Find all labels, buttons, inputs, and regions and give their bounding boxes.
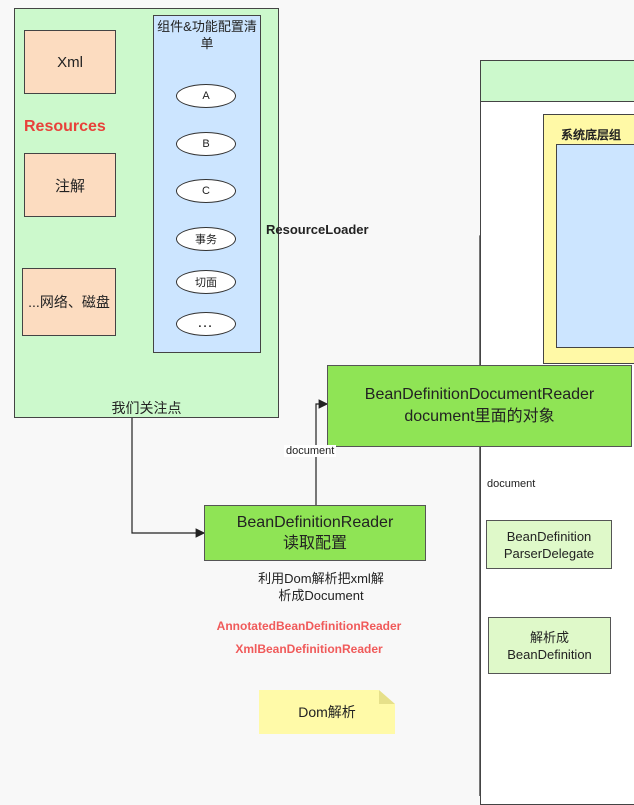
list-item: B: [176, 132, 236, 156]
panel-to-reader-edge: [131, 418, 206, 538]
system-inner-title: 系统底层组: [561, 128, 622, 142]
resources-label: Resources: [24, 118, 106, 135]
system-panel-header: [480, 60, 634, 102]
annotation-source: 注解: [24, 153, 116, 217]
system-inner-blue-box: [556, 144, 634, 348]
edge-label-document: document: [284, 445, 337, 457]
bean-reader-impls: AnnotatedBeanDefinitionReader XmlBeanDef…: [196, 615, 422, 661]
network-disk-source: ...网络、磁盘: [22, 268, 116, 336]
list-item: 事务: [176, 227, 236, 251]
bean-reader-line2: 读取配置: [282, 535, 347, 552]
panel-footer-label: 我们关注点: [111, 400, 182, 416]
list-item: ...: [176, 312, 236, 336]
list-item: A: [176, 84, 236, 108]
xml-source: Xml: [24, 30, 116, 94]
bean-reader-note: 利用Dom解析把xml解 析成Document: [258, 571, 384, 603]
document-reader-line1: BeanDefinitionDocumentReader: [364, 386, 595, 403]
document-reader-line2: document里面的对象: [404, 408, 555, 425]
dom-note: Dom解析: [259, 690, 395, 734]
edge-label-document: document: [485, 478, 538, 490]
xml-reader-label: XmlBeanDefinitionReader: [235, 642, 383, 656]
list-item: C: [176, 179, 236, 203]
parser-delegate-box: BeanDefinition ParserDelegate: [486, 520, 612, 569]
config-list-title: 组件&功能配置清单: [157, 19, 257, 51]
reader-to-docreader-edge: [315, 399, 329, 505]
list-item: 切面: [176, 270, 236, 294]
document-reader-box: BeanDefinitionDocumentReader document里面的…: [327, 365, 632, 447]
bean-reader-line1: BeanDefinitionReader: [236, 514, 394, 531]
parse-result-box: 解析成 BeanDefinition: [488, 617, 611, 674]
annotated-reader-label: AnnotatedBeanDefinitionReader: [216, 619, 402, 633]
resource-loader-label: ResourceLoader: [266, 222, 369, 237]
bean-definition-reader-box: BeanDefinitionReader 读取配置: [204, 505, 426, 561]
